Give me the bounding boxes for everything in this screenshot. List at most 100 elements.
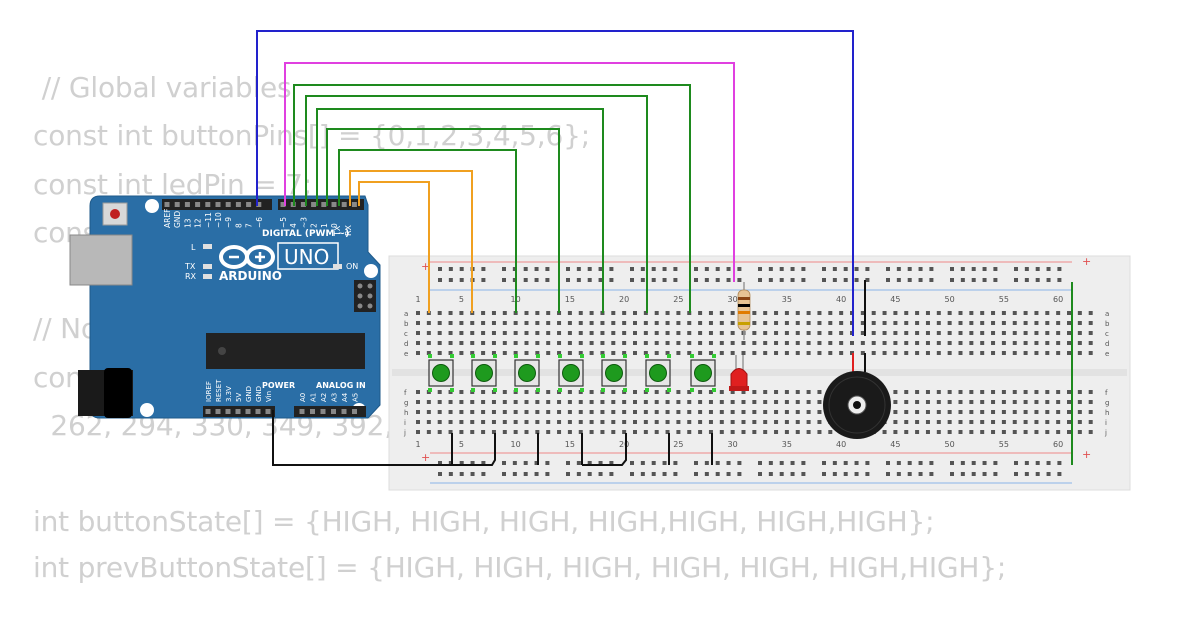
breadboard-hole [1077, 430, 1082, 434]
header-pin[interactable] [245, 409, 251, 414]
breadboard-hole [795, 390, 800, 394]
rail-hole [768, 278, 773, 282]
digital-pin[interactable] [195, 202, 201, 207]
push-button-1[interactable] [428, 354, 454, 392]
reset-button[interactable] [110, 209, 120, 219]
digital-pin[interactable] [246, 202, 252, 207]
digital-pin[interactable] [280, 202, 286, 207]
breadboard-hole [459, 351, 464, 355]
push-button-2[interactable] [471, 354, 497, 392]
breadboard-hole [481, 400, 486, 404]
digital-pin[interactable] [215, 202, 221, 207]
rail-hole [715, 278, 720, 282]
header-pin[interactable] [320, 409, 326, 414]
breadboard-hole [969, 410, 974, 414]
breadboard-hole [589, 341, 594, 345]
breadboard-hole [969, 430, 974, 434]
breadboard: 1155101015152020252530303535404045455050… [388, 255, 1131, 491]
breadboard-hole [426, 430, 431, 434]
column-label: 35 [782, 440, 792, 449]
breadboard-hole [676, 390, 681, 394]
breadboard-hole [708, 331, 713, 335]
push-button-3[interactable] [514, 354, 540, 392]
digital-pin[interactable] [235, 202, 241, 207]
column-label: 60 [1053, 440, 1063, 449]
header-pin[interactable] [235, 409, 241, 414]
header-pin[interactable] [225, 409, 231, 414]
column-label: 45 [890, 440, 900, 449]
header-pin[interactable] [352, 409, 357, 414]
rail-hole [950, 267, 954, 271]
breadboard-hole [665, 430, 670, 434]
breadboard-hole [459, 390, 464, 394]
digital-pin[interactable] [351, 202, 357, 207]
digital-pin[interactable] [164, 202, 170, 207]
breadboard-hole [589, 400, 594, 404]
header-pin[interactable] [255, 409, 261, 414]
uno-box [277, 242, 339, 270]
digital-pin-label: ~11 [204, 212, 213, 228]
rail-hole [566, 267, 570, 271]
header-pin[interactable] [205, 409, 211, 414]
rail-hole [630, 267, 634, 271]
button-cap[interactable] [432, 364, 450, 382]
breadboard-hole [784, 400, 789, 404]
breadboard-hole [1056, 341, 1061, 345]
button-cap[interactable] [518, 364, 536, 382]
digital-pin[interactable] [205, 202, 211, 207]
push-button-6[interactable] [645, 354, 671, 392]
breadboard-hole [774, 390, 779, 394]
push-button-5[interactable] [601, 354, 627, 392]
button-cap[interactable] [475, 364, 493, 382]
digital-pin[interactable] [311, 202, 317, 207]
digital-pin[interactable] [300, 202, 306, 207]
button-cap[interactable] [605, 364, 623, 382]
breadboard-hole [448, 351, 453, 355]
rail-hole [737, 472, 742, 476]
breadboard-hole [784, 311, 789, 315]
breadboard-hole [947, 390, 952, 394]
rail-hole [576, 278, 581, 282]
button-cap[interactable] [562, 364, 580, 382]
header-pin[interactable] [299, 409, 305, 414]
digital-pin[interactable] [331, 202, 337, 207]
row-label: e [1105, 350, 1109, 358]
breadboard-hole [730, 351, 735, 355]
rail-hole [704, 461, 709, 465]
breadboard-hole [654, 420, 659, 424]
breadboard-hole [437, 390, 442, 394]
breadboard-hole [925, 351, 930, 355]
rail-hole [459, 278, 464, 282]
breadboard-hole [730, 400, 735, 404]
rail-plus-label: + [421, 260, 430, 273]
breadboard-hole [546, 390, 551, 394]
header-pin[interactable] [331, 409, 336, 414]
header-pin[interactable] [215, 409, 221, 414]
header-pin[interactable] [341, 409, 347, 414]
breadboard-hole [470, 331, 475, 335]
digital-pin[interactable] [174, 202, 180, 207]
rail-hole [598, 267, 603, 271]
push-button-4[interactable] [558, 354, 584, 392]
header-pin[interactable] [265, 409, 271, 414]
digital-pin[interactable] [321, 202, 327, 207]
breadboard-hole [795, 430, 800, 434]
digital-pin[interactable] [341, 202, 347, 207]
rail-hole [534, 278, 539, 282]
header-pin[interactable] [310, 409, 315, 414]
breadboard-hole [980, 341, 985, 345]
breadboard-hole [839, 351, 844, 355]
button-cap[interactable] [649, 364, 667, 382]
power-pin-label: 3.3V [225, 386, 233, 402]
breadboard-hole [513, 341, 518, 345]
rail-hole [512, 461, 517, 465]
breadboard-hole [448, 321, 453, 325]
digital-pin[interactable] [256, 202, 262, 207]
breadboard-hole [622, 341, 627, 345]
digital-pin[interactable] [184, 202, 190, 207]
push-button-7[interactable] [690, 354, 716, 392]
button-cap[interactable] [694, 364, 712, 382]
digital-pin[interactable] [225, 202, 231, 207]
rail-hole [545, 461, 550, 465]
